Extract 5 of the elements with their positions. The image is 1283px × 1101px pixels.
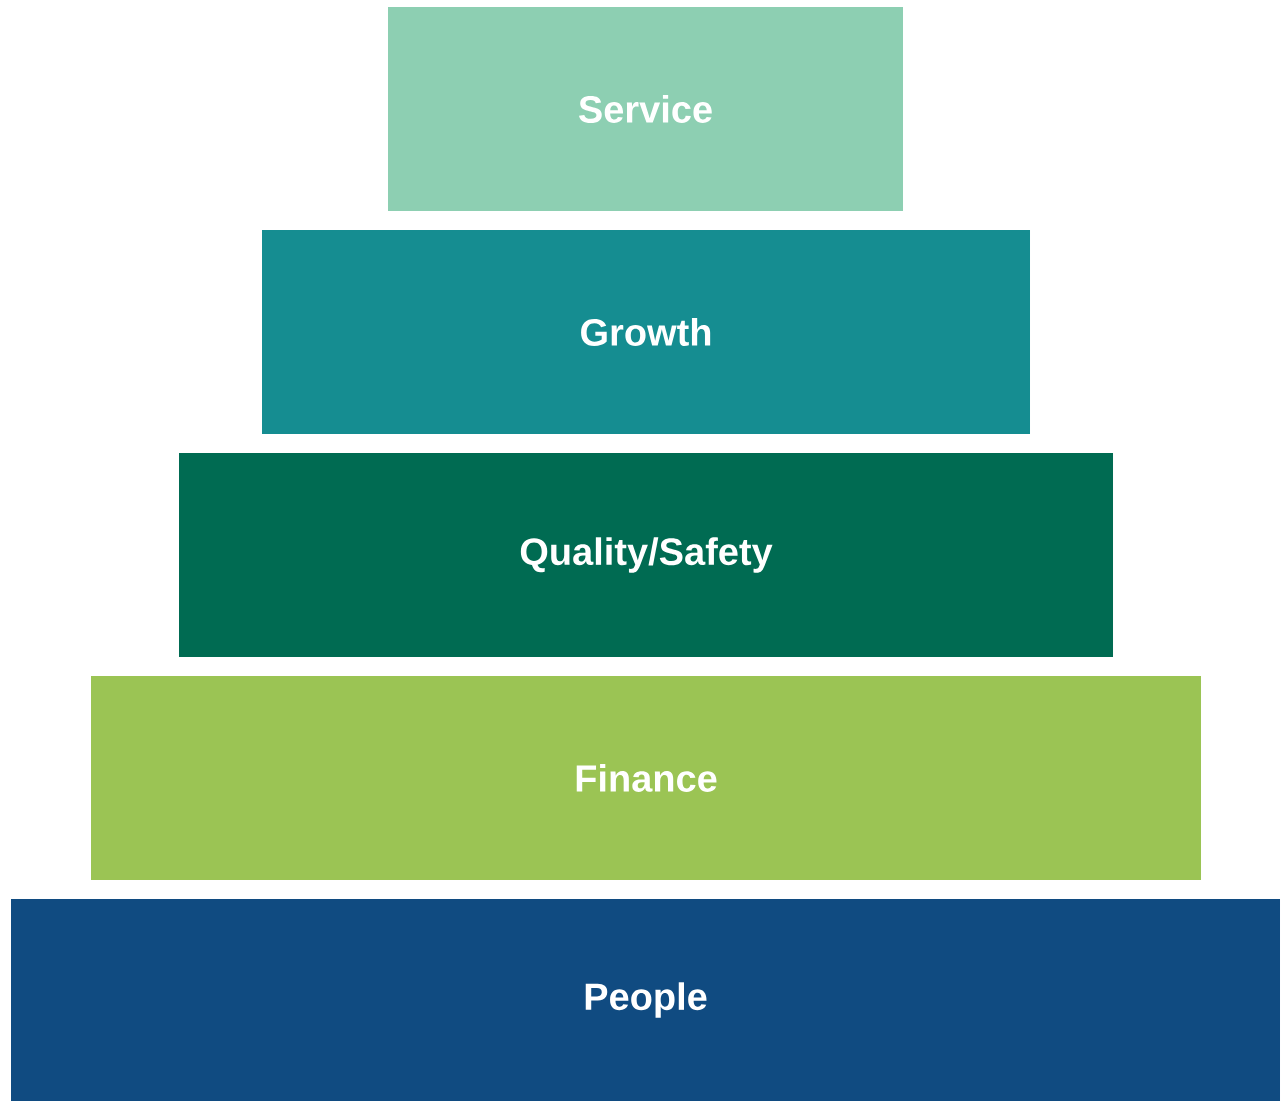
tier-box: People [11, 899, 1280, 1101]
tier-box: Service [388, 7, 903, 211]
tier-box: Finance [91, 676, 1201, 880]
tier-box: Growth [262, 230, 1030, 434]
tier-box: Quality/Safety [179, 453, 1113, 657]
